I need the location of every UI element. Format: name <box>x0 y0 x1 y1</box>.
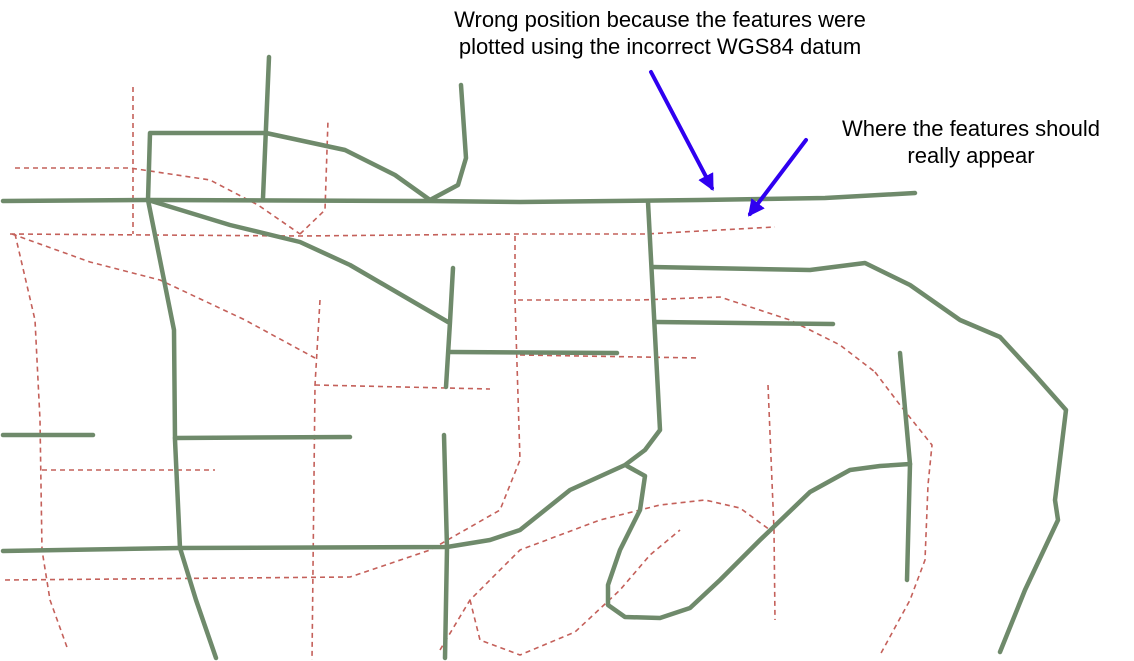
correct-road-south-east-west <box>4 235 521 581</box>
correct-road-east-mid <box>519 354 701 359</box>
wrong-road-center-vertical <box>443 265 456 390</box>
correct-road-main-east-west <box>9 226 776 237</box>
wrong-road-center-cross <box>447 349 620 356</box>
correct-road-south-loop-lower <box>469 529 681 656</box>
wrong-road-diagonal <box>145 197 451 325</box>
correct-road-west-diagonal <box>11 233 316 359</box>
wrong-position-annotation-line2: plotted using the incorrect WGS84 datum <box>458 34 862 59</box>
correct-position-annotation-line1: Where the features should <box>841 116 1101 141</box>
wrong-position-annotation: Wrong position because the features were… <box>350 6 970 60</box>
arrow-to-correct-position <box>747 138 808 217</box>
wrong-road-east-upper <box>649 260 1069 655</box>
wrong-road-north-loop <box>145 130 433 203</box>
wrong-road-west-trunk <box>145 197 219 661</box>
wrong-road-south-loop <box>605 461 913 621</box>
wrong-road-mid-cross <box>172 434 353 441</box>
correct-road-center-cross <box>314 384 491 390</box>
wrong-road-east-mid <box>653 319 836 327</box>
correct-position-annotation-line2: really appear <box>907 143 1035 168</box>
wrong-road-south-main <box>0 199 663 554</box>
annotation-arrows <box>649 70 808 217</box>
correct-road-upper-loop <box>15 167 301 235</box>
wrong-road-north-vertical <box>260 54 272 201</box>
correct-position-annotation: Where the features should really appear <box>800 115 1134 169</box>
correct-position-roads <box>4 87 933 661</box>
arrow-to-wrong-position <box>649 70 714 191</box>
correct-road-east-branch <box>518 296 876 373</box>
correct-road-upper-loop-right <box>299 119 329 235</box>
wrong-position-annotation-line1: Wrong position because the features were <box>454 7 866 32</box>
wrong-road-main-east-west <box>0 190 918 205</box>
wrong-position-roads <box>0 54 1069 661</box>
wrong-road-east-vertical <box>897 350 913 583</box>
correct-road-east-vertical <box>767 384 776 621</box>
correct-road-south-loop <box>439 499 771 651</box>
correct-road-center-vertical <box>311 299 321 661</box>
wrong-road-north-right <box>427 82 469 203</box>
correct-road-west-vertical <box>14 233 69 651</box>
